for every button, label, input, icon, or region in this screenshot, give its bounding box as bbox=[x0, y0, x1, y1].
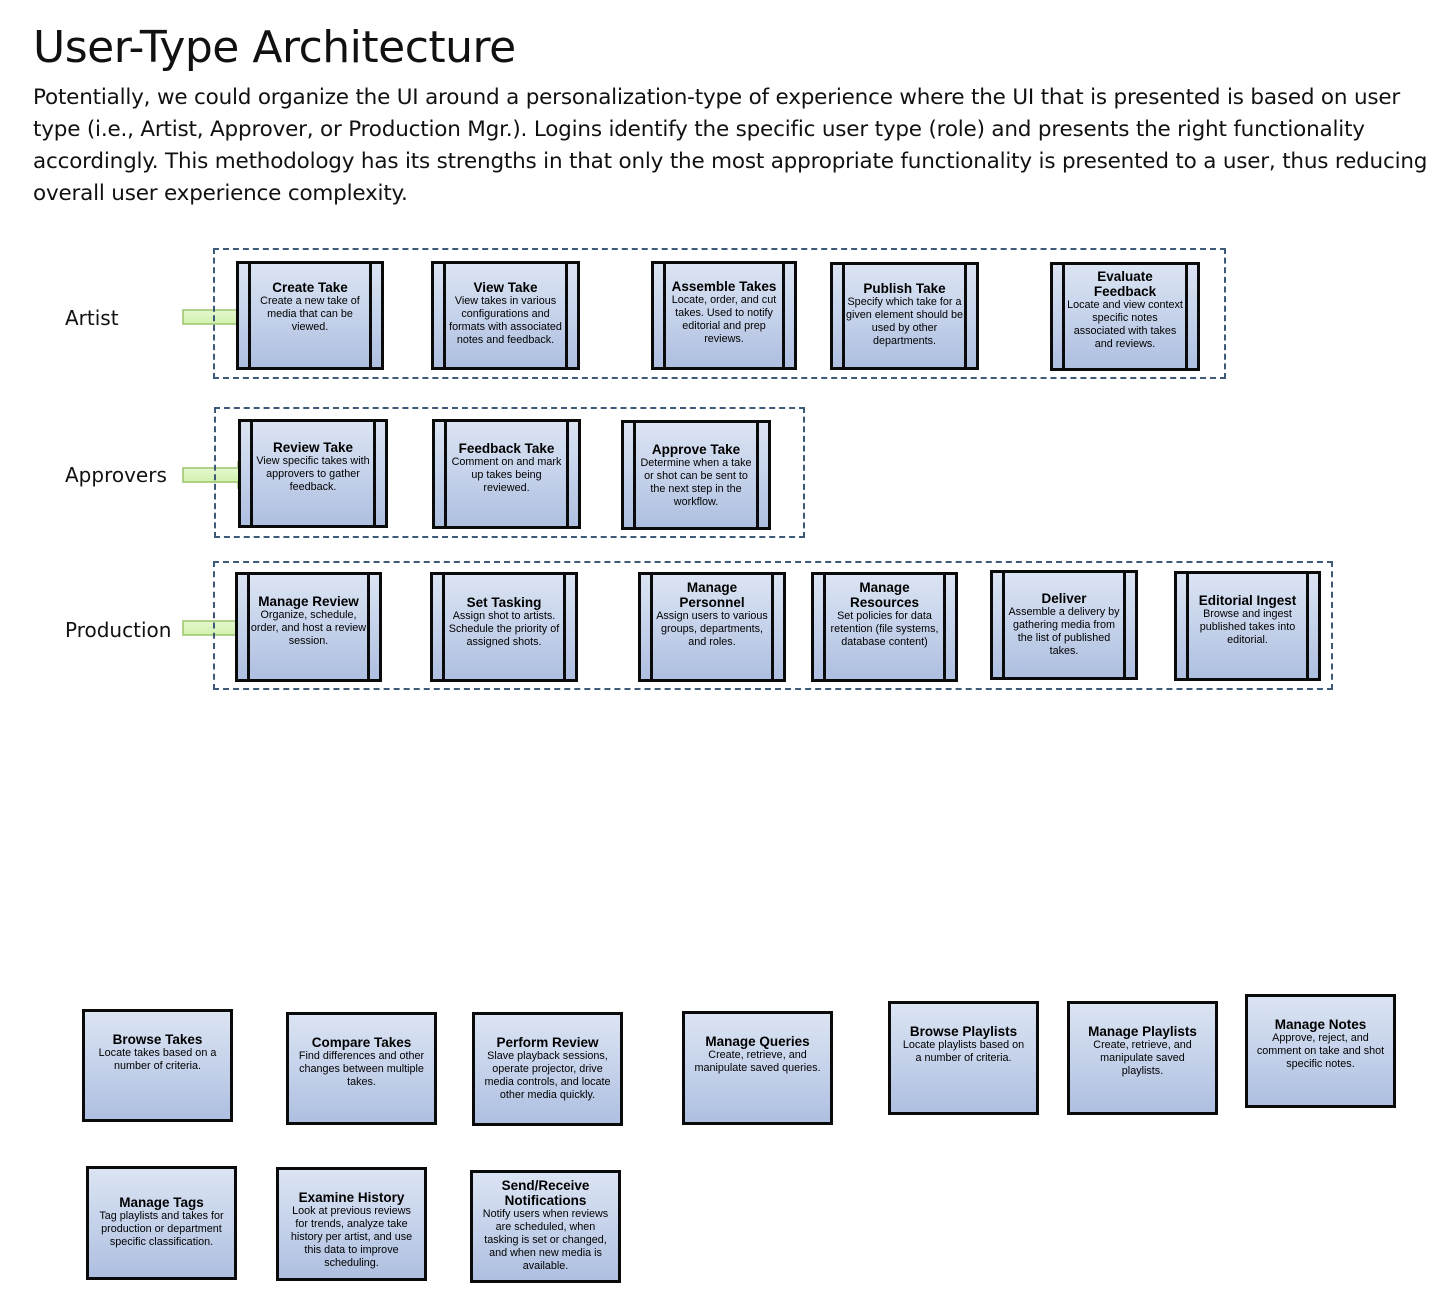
function-box-manage-playlists[interactable]: Manage Playlists Create, retrieve, and m… bbox=[1067, 1001, 1218, 1115]
process-description: View takes in various configurations and… bbox=[449, 295, 562, 346]
process-box-review-take[interactable]: Review Take View specific takes with app… bbox=[238, 419, 388, 528]
process-description: Locate and view context specific notes a… bbox=[1067, 299, 1183, 350]
function-box-examine-history[interactable]: Examine History Look at previous reviews… bbox=[276, 1167, 427, 1281]
process-box-approve-take[interactable]: Approve Take Determine when a take or sh… bbox=[621, 420, 771, 530]
process-description: Assign shot to artists. Schedule the pri… bbox=[448, 610, 560, 648]
process-description: Browse and ingest published takes into e… bbox=[1199, 608, 1296, 646]
process-title: View Take bbox=[473, 280, 538, 295]
process-description: Locate, order, and cut takes. Used to no… bbox=[671, 294, 777, 345]
process-box-manage-personnel[interactable]: Manage Personnel Assign users to various… bbox=[638, 572, 786, 682]
row-label-approvers: Approvers bbox=[65, 463, 167, 487]
function-title: Perform Review bbox=[496, 1035, 599, 1050]
process-box-create-take[interactable]: Create Take Create a new take of media t… bbox=[236, 261, 384, 370]
process-description: Assemble a delivery by gathering media f… bbox=[1008, 606, 1120, 657]
function-description: Create, retrieve, and manipulate saved p… bbox=[1093, 1039, 1192, 1077]
process-title: Set Tasking bbox=[466, 595, 542, 610]
page-title: User-Type Architecture bbox=[33, 22, 516, 73]
process-title: Manage Personnel bbox=[679, 580, 745, 610]
process-box-view-take[interactable]: View Take View takes in various configur… bbox=[431, 261, 580, 370]
process-title: Publish Take bbox=[863, 281, 946, 296]
process-description: Set policies for data retention (file sy… bbox=[830, 610, 939, 648]
function-box-manage-notes[interactable]: Manage Notes Approve, reject, and commen… bbox=[1245, 994, 1396, 1108]
process-box-feedback-take[interactable]: Feedback Take Comment on and mark up tak… bbox=[432, 419, 581, 529]
function-box-perform-review[interactable]: Perform Review Slave playback sessions, … bbox=[472, 1012, 623, 1126]
function-description: Notify users when reviews are scheduled,… bbox=[482, 1208, 609, 1272]
process-box-evaluate-feedback[interactable]: Evaluate Feedback Locate and view contex… bbox=[1050, 262, 1200, 371]
process-box-deliver[interactable]: Deliver Assemble a delivery by gathering… bbox=[990, 570, 1138, 680]
function-title: Manage Tags bbox=[119, 1195, 204, 1210]
function-description: Tag playlists and takes for production o… bbox=[99, 1210, 224, 1248]
process-description: Determine when a take or shot can be sen… bbox=[640, 457, 752, 508]
function-title: Manage Playlists bbox=[1088, 1024, 1197, 1039]
row-label-production: Production bbox=[65, 618, 172, 642]
function-description: Locate takes based on a number of criter… bbox=[98, 1047, 217, 1072]
process-title: Editorial Ingest bbox=[1198, 593, 1297, 608]
function-title: Send/Receive Notifications bbox=[501, 1178, 590, 1208]
function-description: Slave playback sessions, operate project… bbox=[484, 1050, 611, 1101]
row-label-artist: Artist bbox=[65, 306, 119, 330]
function-description: Locate playlists based on a number of cr… bbox=[902, 1039, 1025, 1064]
process-title: Manage Resources bbox=[849, 580, 920, 610]
process-description: Assign users to various groups, departme… bbox=[656, 610, 768, 648]
function-title: Examine History bbox=[298, 1190, 405, 1205]
function-title: Browse Takes bbox=[112, 1032, 203, 1047]
function-description: Approve, reject, and comment on take and… bbox=[1256, 1032, 1385, 1070]
process-description: Create a new take of media that can be v… bbox=[260, 295, 360, 333]
function-description: Look at previous reviews for trends, ana… bbox=[290, 1205, 413, 1269]
function-box-browse-takes[interactable]: Browse Takes Locate takes based on a num… bbox=[82, 1009, 233, 1122]
process-title: Deliver bbox=[1041, 591, 1087, 606]
function-title: Browse Playlists bbox=[909, 1024, 1018, 1039]
function-description: Find differences and other changes betwe… bbox=[298, 1050, 425, 1088]
process-title: Create Take bbox=[272, 280, 348, 295]
process-description: Comment on and mark up takes being revie… bbox=[451, 456, 562, 494]
intro-paragraph: Potentially, we could organize the UI ar… bbox=[33, 85, 1428, 206]
function-title: Manage Queries bbox=[705, 1034, 810, 1049]
function-description: Create, retrieve, and manipulate saved q… bbox=[694, 1049, 821, 1074]
function-box-manage-tags[interactable]: Manage Tags Tag playlists and takes for … bbox=[86, 1166, 237, 1280]
process-box-publish-take[interactable]: Publish Take Specify which take for a gi… bbox=[830, 262, 979, 370]
function-title: Manage Notes bbox=[1274, 1017, 1367, 1032]
process-title: Manage Review bbox=[258, 594, 359, 609]
process-box-manage-review[interactable]: Manage Review Organize, schedule, order,… bbox=[235, 572, 382, 682]
process-title: Feedback Take bbox=[458, 441, 555, 456]
artist-group bbox=[213, 248, 1226, 379]
function-box-manage-queries[interactable]: Manage Queries Create, retrieve, and man… bbox=[682, 1011, 833, 1125]
production-group bbox=[213, 561, 1333, 690]
process-description: Specify which take for a given element s… bbox=[845, 296, 964, 347]
function-box-send-receive-notifications[interactable]: Send/Receive Notifications Notify users … bbox=[470, 1170, 621, 1283]
function-box-browse-playlists[interactable]: Browse Playlists Locate playlists based … bbox=[888, 1001, 1039, 1115]
process-title: Approve Take bbox=[651, 442, 741, 457]
process-box-manage-resources[interactable]: Manage Resources Set policies for data r… bbox=[811, 572, 958, 682]
process-title: Assemble Takes bbox=[671, 279, 777, 294]
process-description: Organize, schedule, order, and host a re… bbox=[250, 609, 367, 647]
function-box-compare-takes[interactable]: Compare Takes Find differences and other… bbox=[286, 1012, 437, 1125]
process-title: Review Take bbox=[272, 440, 354, 455]
function-title: Compare Takes bbox=[311, 1035, 412, 1050]
process-description: View specific takes with approvers to ga… bbox=[256, 455, 370, 493]
process-box-editorial-ingest[interactable]: Editorial Ingest Browse and ingest publi… bbox=[1174, 571, 1321, 681]
process-box-assemble-takes[interactable]: Assemble Takes Locate, order, and cut ta… bbox=[651, 261, 797, 370]
process-box-set-tasking[interactable]: Set Tasking Assign shot to artists. Sche… bbox=[430, 572, 578, 682]
approvers-group bbox=[214, 407, 805, 538]
process-title: Evaluate Feedback bbox=[1093, 269, 1157, 299]
